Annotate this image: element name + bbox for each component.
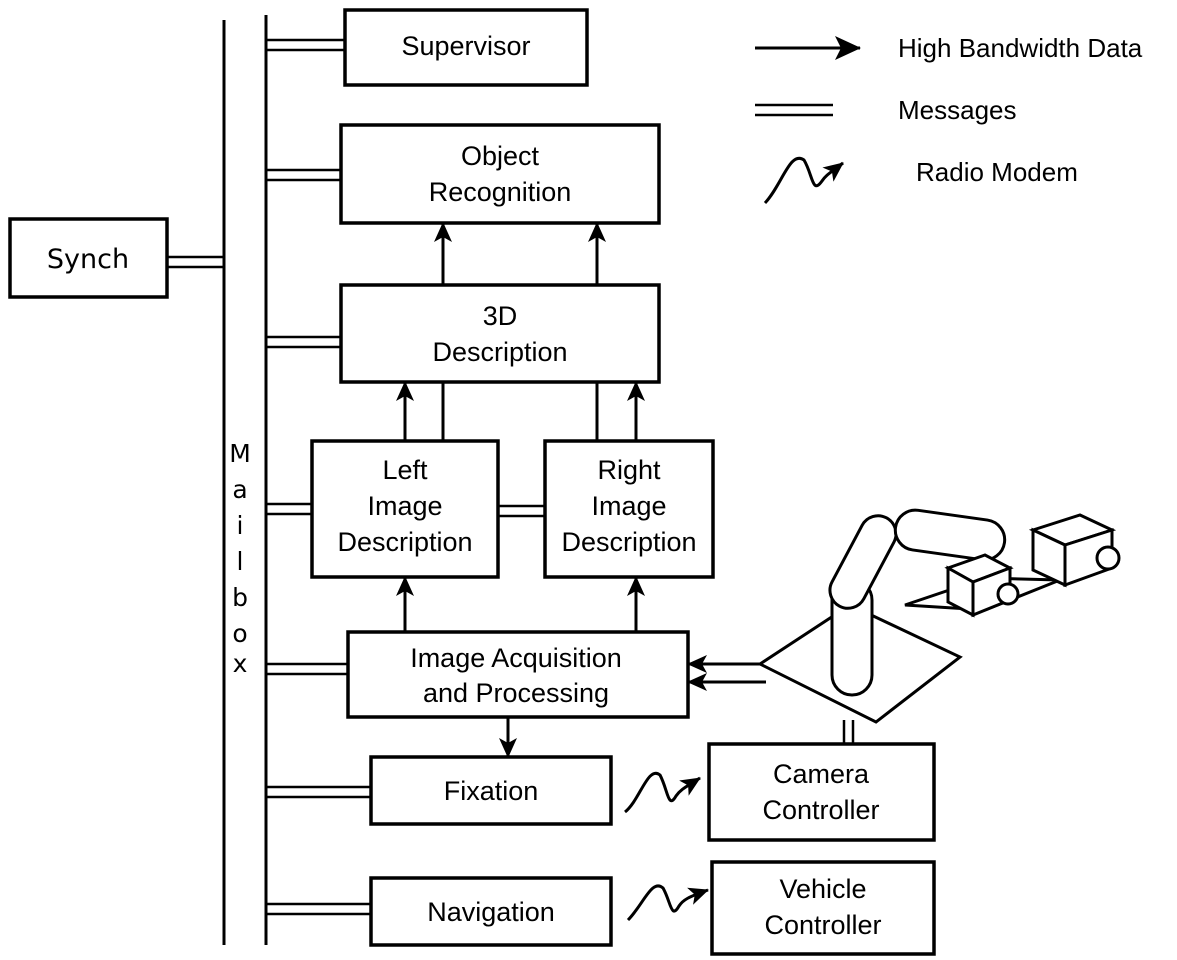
message-connectors — [167, 38, 855, 916]
navigation-box: Navigation — [369, 876, 613, 947]
3d-description-box: 3D Description — [339, 283, 661, 384]
radio-modem-links — [623, 771, 709, 922]
mailbox-letter: o — [232, 619, 247, 648]
image-acquisition-box: Image Acquisition and Processing — [346, 630, 690, 719]
vehicle-controller-label: Controller — [764, 910, 881, 940]
3d-description-label: 3D — [483, 301, 518, 331]
left-image-description-label: Left — [382, 455, 428, 485]
mailbox-letter: x — [233, 649, 248, 678]
right-image-description-box: Right Image Description — [543, 439, 715, 579]
image-acquisition-label: and Processing — [423, 678, 609, 708]
legend-radio-modem-label: Radio Modem — [916, 157, 1078, 187]
right-image-description-label: Image — [591, 491, 666, 521]
radio-modem-squiggle — [626, 884, 709, 922]
camera-left — [944, 553, 1020, 618]
legend-high-bandwidth-label: High Bandwidth Data — [898, 33, 1143, 63]
camera-controller-box: Camera Controller — [707, 742, 936, 842]
object-recognition-label: Object — [461, 141, 540, 171]
camera-right — [1028, 513, 1121, 588]
legend-radio-modem-icon — [763, 156, 844, 205]
mailbox-label: M a i l b o x — [229, 439, 251, 678]
fixation-box: Fixation — [369, 755, 613, 826]
right-image-description-label: Description — [561, 527, 696, 557]
left-image-description-box: Left Image Description — [310, 439, 500, 579]
robot-camera-illustration — [756, 508, 1121, 724]
synch-box: Synch — [8, 217, 169, 299]
mailbox-letter: i — [237, 511, 244, 540]
image-acquisition-label: Image Acquisition — [410, 643, 622, 673]
right-image-description-label: Right — [597, 455, 661, 485]
synch-label: Synch — [47, 244, 129, 275]
robot-arm-upper — [893, 508, 1007, 562]
mailbox-letter: l — [237, 547, 244, 576]
camera-controller-label: Controller — [762, 795, 879, 825]
object-recognition-box: Object Recognition — [339, 123, 661, 225]
mailbox-letter: b — [232, 583, 248, 612]
mailbox-letter: M — [229, 439, 251, 468]
plain-connectors — [441, 382, 599, 441]
data-arrows — [396, 222, 766, 758]
vehicle-controller-label: Vehicle — [779, 874, 866, 904]
mailbox-letter: a — [232, 475, 247, 504]
camera-controller-label: Camera — [773, 759, 870, 789]
robot-arm-mid — [828, 514, 898, 610]
fixation-label: Fixation — [444, 776, 539, 806]
legend: High Bandwidth Data Messages Radio Modem — [755, 33, 1143, 205]
supervisor-box: Supervisor — [343, 8, 589, 87]
object-recognition-label: Recognition — [429, 177, 572, 207]
supervisor-label: Supervisor — [401, 31, 530, 61]
vehicle-controller-box: Vehicle Controller — [710, 860, 936, 956]
radio-modem-squiggle — [623, 771, 701, 814]
3d-description-label: Description — [432, 337, 567, 367]
legend-messages-label: Messages — [898, 95, 1017, 125]
left-image-description-label: Image — [367, 491, 442, 521]
navigation-label: Navigation — [427, 897, 555, 927]
left-image-description-label: Description — [337, 527, 472, 557]
